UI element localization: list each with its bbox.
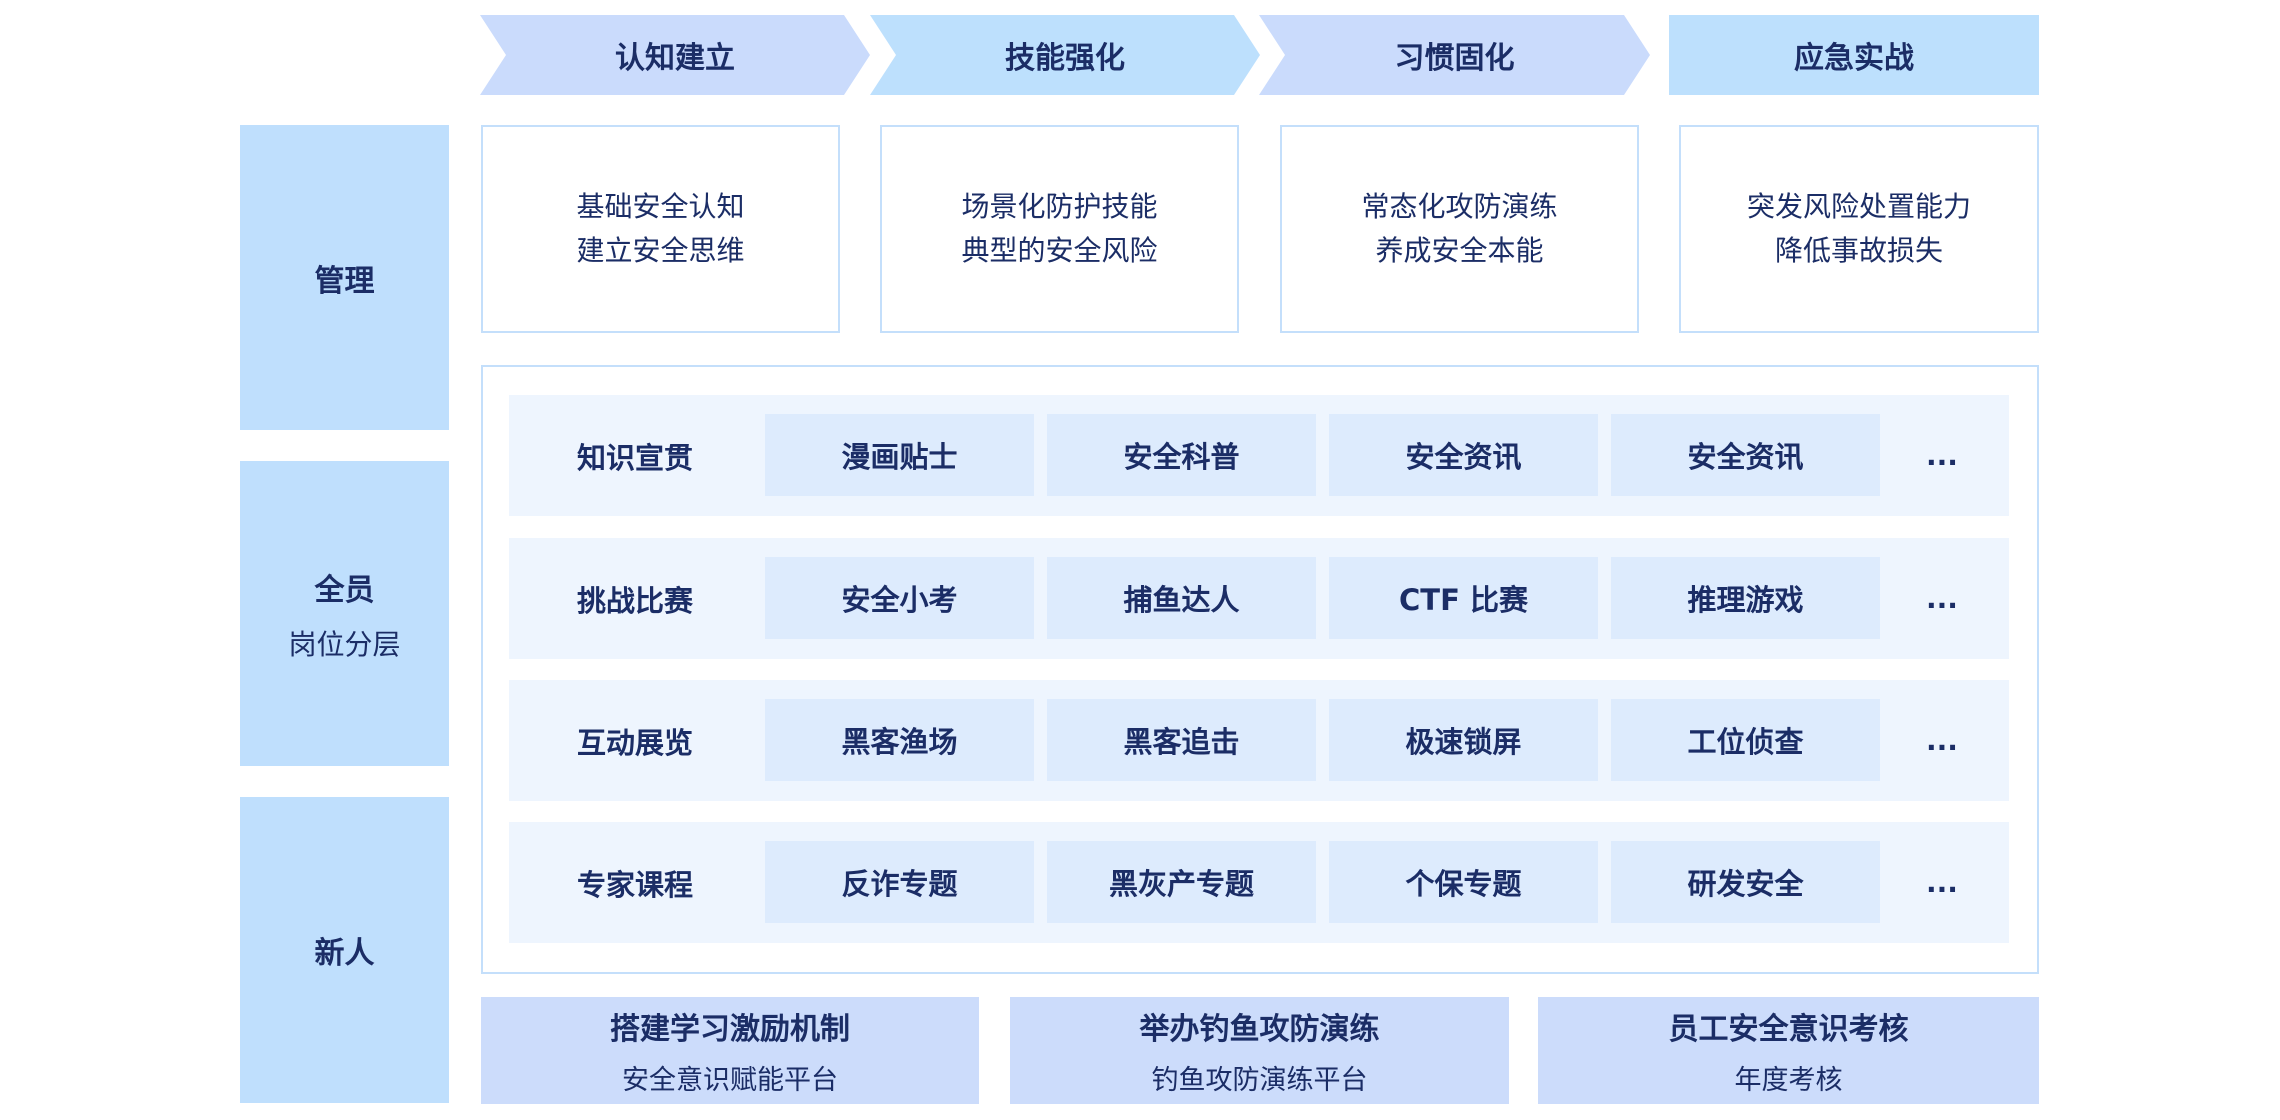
activity-chip: 工位侦查 (1611, 699, 1880, 781)
goal-line: 典型的安全风险 (961, 234, 1158, 267)
audience-title: 新人 (314, 936, 375, 971)
bottom-title: 员工安全意识考核 (1668, 1012, 1909, 1047)
activity-chip: CTF 比赛 (1329, 557, 1598, 639)
goal-card: 场景化防护技能典型的安全风险 (880, 125, 1239, 333)
audience-subtitle: 岗位分层 (288, 627, 401, 661)
bottom-title: 搭建学习激励机制 (610, 1012, 850, 1047)
activity-chip: 安全资讯 (1329, 414, 1598, 496)
bottom-title: 举办钓鱼攻防演练 (1139, 1012, 1380, 1047)
goal-line: 突发风险处置能力 (1746, 190, 1971, 223)
activity-row: 知识宣贯漫画贴士安全科普安全资讯安全资讯... (509, 395, 2009, 516)
audience-title: 管理 (314, 263, 375, 299)
audience-management: 管理 (240, 125, 449, 430)
bottom-subtitle: 年度考核 (1734, 1065, 1843, 1096)
activity-chip: 反诈专题 (765, 841, 1034, 923)
activity-chip: 黑灰产专题 (1047, 841, 1316, 923)
audience-title: 全员 (314, 572, 375, 608)
activity-chip: 安全资讯 (1611, 414, 1880, 496)
row-label: 挑战比赛 (576, 583, 693, 618)
activity-chip: 安全小考 (765, 557, 1034, 639)
activity-chip: 个保专题 (1329, 841, 1598, 923)
goal-line: 基础安全认知 (576, 190, 745, 223)
activity-chip: 黑客渔场 (765, 699, 1034, 781)
goal-line: 建立安全思维 (576, 234, 745, 267)
activity-row: 互动展览 黑客渔场黑客追击极速锁屏工位侦查... (509, 680, 2009, 801)
activities-panel (481, 365, 2039, 974)
more-ellipsis: ... (1926, 439, 1958, 472)
activity-chip: 捕鱼达人 (1047, 557, 1316, 639)
more-ellipsis: ... (1926, 582, 1958, 615)
stage-label: 技能强化 (1005, 41, 1125, 76)
bottom-card: 举办钓鱼攻防演练钓鱼攻防演练平台 (1010, 997, 1509, 1104)
goal-card: 基础安全认知建立安全思维 (481, 125, 840, 333)
stage-3: 习惯固化 (1259, 15, 1650, 95)
audience-all-staff: 全员岗位分层 (240, 461, 449, 766)
audience-newcomer: 新人 (240, 797, 449, 1103)
row-label: 互动展览 (576, 725, 693, 760)
stage-label: 应急实战 (1794, 41, 1914, 76)
goal-card: 常态化攻防演练养成安全本能 (1280, 125, 1639, 333)
row-label: 知识宣贯 (576, 440, 693, 475)
bottom-card: 员工安全意识考核年度考核 (1538, 997, 2039, 1104)
activity-row: 专家课程 反诈专题黑灰产专题个保专题研发安全... (509, 822, 2009, 943)
activity-chip: 推理游戏 (1611, 557, 1880, 639)
activity-chip: 漫画贴士 (765, 414, 1034, 496)
stage-label: 认知建立 (615, 41, 735, 76)
bottom-subtitle: 安全意识赋能平台 (622, 1065, 838, 1096)
activity-chip: 研发安全 (1611, 841, 1880, 923)
goal-line: 养成安全本能 (1375, 234, 1544, 267)
more-ellipsis: ... (1926, 724, 1958, 757)
goal-line: 场景化防护技能 (961, 190, 1158, 223)
more-ellipsis: ... (1926, 866, 1958, 899)
bottom-subtitle: 钓鱼攻防演练平台 (1151, 1065, 1368, 1096)
activity-chip: 极速锁屏 (1329, 699, 1598, 781)
stage-label: 习惯固化 (1394, 41, 1515, 76)
activity-chip: 安全科普 (1047, 414, 1316, 496)
stage-1: 认知建立 (480, 15, 870, 95)
row-label: 专家课程 (576, 867, 693, 902)
bottom-card: 搭建学习激励机制安全意识赋能平台 (481, 997, 979, 1104)
goal-line: 常态化攻防演练 (1361, 190, 1558, 223)
goal-card: 突发风险处置能力降低事故损失 (1679, 125, 2039, 333)
stage-2: 技能强化 (870, 15, 1260, 95)
goal-line: 降低事故损失 (1774, 234, 1943, 267)
stage-4: 应急实战 (1669, 15, 2039, 95)
activity-chip: 黑客追击 (1047, 699, 1316, 781)
